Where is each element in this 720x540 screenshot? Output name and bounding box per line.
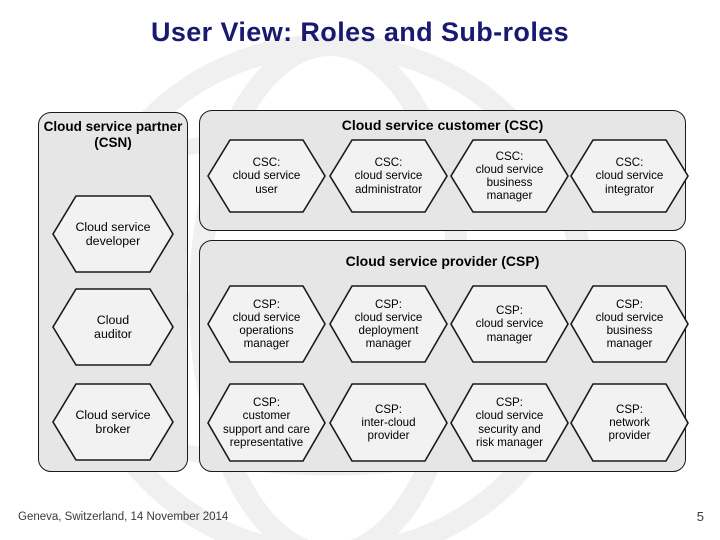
role-hexagon-csp-network-provider[interactable]: CSP: network provider: [570, 383, 689, 462]
role-label: CSC: cloud service business manager: [475, 149, 544, 203]
role-label: Cloud service developer: [75, 219, 151, 248]
role-label: CSP: cloud service operations manager: [232, 297, 301, 351]
panel-title-csp: Cloud service provider (CSP): [345, 253, 540, 269]
footer-date: Geneva, Switzerland, 14 November 2014: [18, 511, 229, 523]
role-label: CSP: cloud service manager: [475, 304, 544, 344]
role-hexagon-csc-cloud-service-integrator[interactable]: CSC: cloud service integrator: [570, 139, 689, 213]
role-hexagon-csp-cloud-service-deployment-manager[interactable]: CSP: cloud service deployment manager: [329, 285, 448, 363]
role-label: CSC: cloud service administrator: [354, 156, 423, 196]
role-hexagon-csc-cloud-service-administrator[interactable]: CSC: cloud service administrator: [329, 139, 448, 213]
role-label: Cloud auditor: [94, 312, 132, 341]
role-label: CSP: cloud service security and risk man…: [475, 396, 544, 449]
role-label: CSP: network provider: [608, 402, 651, 443]
role-hexagon-csc-cloud-service-user[interactable]: CSC: cloud service user: [207, 139, 326, 213]
role-hexagon-csp-customer-support-and-care-representative[interactable]: CSP: customer support and care represent…: [207, 383, 326, 462]
role-hexagon-csp-cloud-service-operations-manager[interactable]: CSP: cloud service operations manager: [207, 285, 326, 363]
footer-page-number: 5: [696, 509, 704, 524]
role-label: CSC: cloud service integrator: [595, 156, 664, 196]
role-label: CSP: customer support and care represent…: [222, 396, 310, 449]
role-hexagon-csp-cloud-service-manager[interactable]: CSP: cloud service manager: [450, 285, 569, 363]
role-label: CSP: cloud service deployment manager: [354, 297, 423, 351]
role-hexagon-cloud-service-broker[interactable]: Cloud service broker: [52, 383, 174, 461]
page-title: User View: Roles and Sub-roles: [150, 17, 570, 47]
role-hexagon-csp-cloud-service-business-manager[interactable]: CSP: cloud service business manager: [570, 285, 689, 363]
role-label: CSC: cloud service user: [232, 156, 301, 196]
role-hexagon-csp-inter-cloud-provider[interactable]: CSP: inter-cloud provider: [329, 383, 448, 462]
role-hexagon-cloud-service-developer[interactable]: Cloud service developer: [52, 195, 174, 273]
panel-title-csc: Cloud service customer (CSC): [341, 117, 544, 133]
panel-title-csn: Cloud service partner (CSN): [43, 119, 183, 150]
role-label: CSP: inter-cloud provider: [361, 402, 416, 443]
role-label: Cloud service broker: [75, 407, 151, 436]
role-hexagon-csc-cloud-service-business-manager[interactable]: CSC: cloud service business manager: [450, 139, 569, 213]
role-hexagon-cloud-auditor[interactable]: Cloud auditor: [52, 288, 174, 366]
role-label: CSP: cloud service business manager: [595, 297, 664, 351]
role-hexagon-csp-cloud-service-security-and-risk-manager[interactable]: CSP: cloud service security and risk man…: [450, 383, 569, 462]
